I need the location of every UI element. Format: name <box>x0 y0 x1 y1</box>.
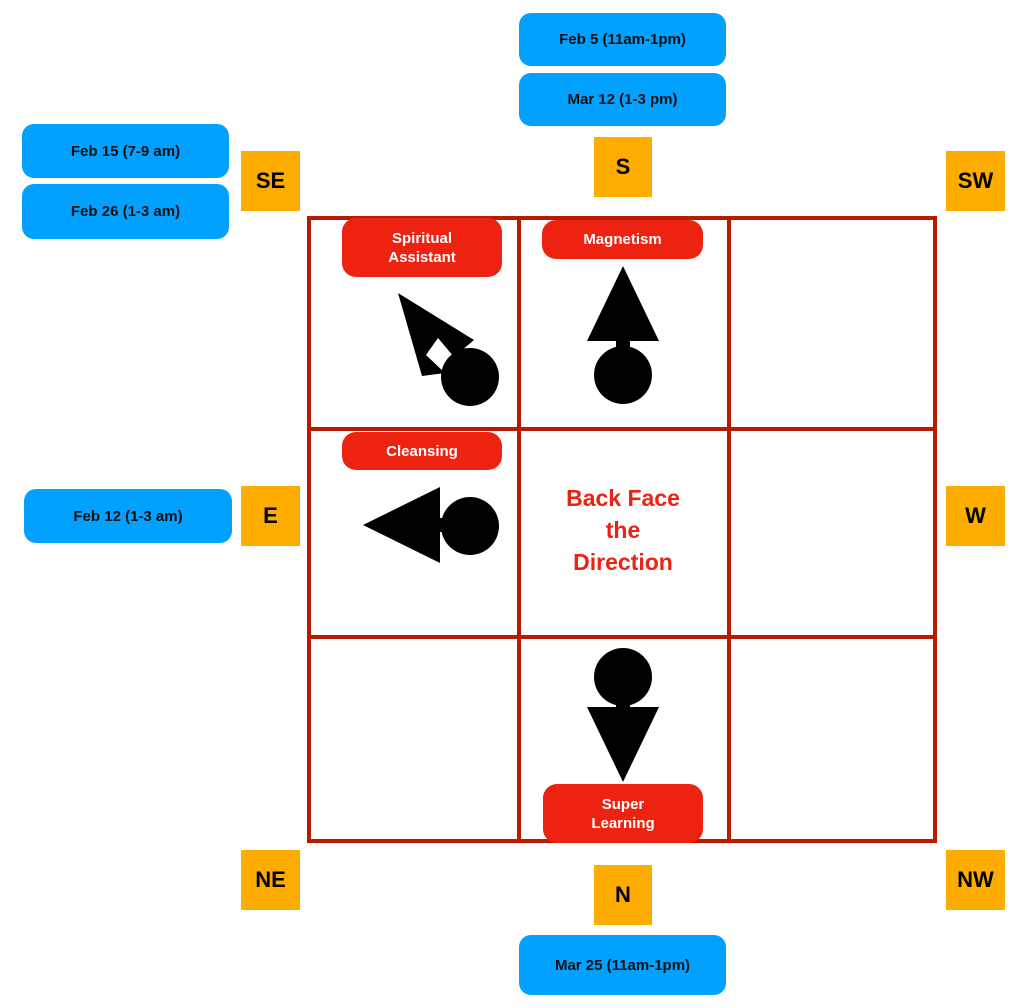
cell-label-super-learning: Super Learning <box>543 784 703 843</box>
center-line-3: Direction <box>573 549 673 575</box>
direction-nw: NW <box>946 850 1005 910</box>
grid-divider-v2 <box>727 220 731 839</box>
time-pill-east: Feb 12 (1-3 am) <box>24 489 232 543</box>
direction-n: N <box>594 865 652 925</box>
grid-divider-v1 <box>517 220 521 839</box>
direction-w: W <box>946 486 1005 546</box>
cell-label-cleansing: Cleansing <box>342 432 502 470</box>
center-instruction: Back Face the Direction <box>520 482 726 578</box>
cell-label-text: Super Learning <box>591 795 655 832</box>
time-pill-southeast-2: Feb 26 (1-3 am) <box>22 184 229 239</box>
time-pill-south-1: Feb 5 (11am-1pm) <box>519 13 726 66</box>
direction-ne: NE <box>241 850 300 910</box>
direction-se: SE <box>241 151 300 211</box>
center-line-1: Back Face <box>566 485 680 511</box>
direction-sw: SW <box>946 151 1005 211</box>
direction-s: S <box>594 137 652 197</box>
cell-label-text: Spiritual Assistant <box>388 229 456 266</box>
grid-divider-h1 <box>311 427 933 431</box>
grid-divider-h2 <box>311 635 933 639</box>
direction-e: E <box>241 486 300 546</box>
time-pill-southeast-1: Feb 15 (7-9 am) <box>22 124 229 178</box>
cell-label-spiritual-assistant: Spiritual Assistant <box>342 218 502 277</box>
person-arrow-up-icon <box>587 266 659 404</box>
center-line-2: the <box>605 517 641 543</box>
cell-label-magnetism: Magnetism <box>542 220 703 259</box>
person-arrow-left-icon <box>363 487 499 563</box>
time-pill-south-2: Mar 12 (1-3 pm) <box>519 73 726 126</box>
time-pill-north: Mar 25 (11am-1pm) <box>519 935 726 995</box>
person-arrow-down-icon <box>587 648 659 782</box>
person-arrow-diagonal-icon <box>398 293 499 406</box>
